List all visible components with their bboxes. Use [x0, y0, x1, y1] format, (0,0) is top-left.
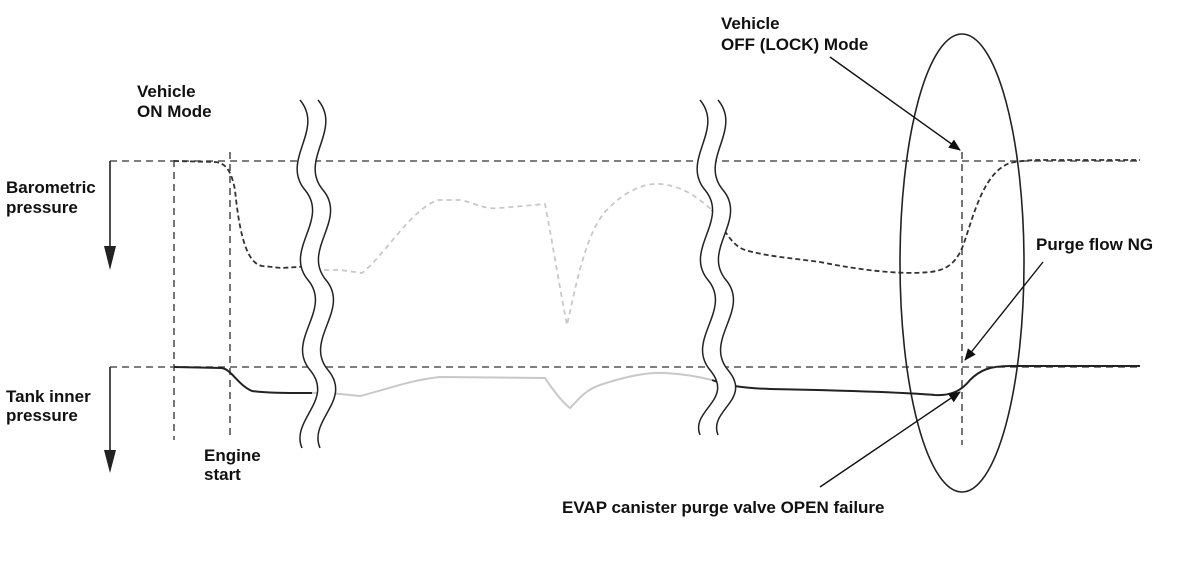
tank-axis [104, 367, 116, 473]
fault-barometric-trace [173, 159, 1140, 274]
tank-label-line2: pressure [6, 406, 78, 425]
barometric-label-line1: Barometric [6, 178, 96, 197]
purge-flow-leader-arrow [964, 261, 1044, 361]
tank-label-line1: Tank inner [6, 387, 91, 406]
normal-barometric-trace [315, 183, 713, 326]
purge-flow-ng-label: Purge flow NG [1036, 235, 1153, 254]
barometric-axis [104, 161, 116, 270]
fault-tank-trace [173, 365, 1140, 397]
vehicle-off-label-line2: OFF (LOCK) Mode [721, 35, 868, 54]
tank-axis-arrow-icon [104, 450, 116, 473]
vehicle-on-label-line2: ON Mode [137, 102, 212, 121]
axis-break-left [296, 99, 337, 449]
vehicle-off-leader-arrow [829, 56, 961, 151]
normal-tank-trace [310, 371, 713, 410]
barometric-label-line2: pressure [6, 198, 78, 217]
evap-failure-label: EVAP canister purge valve OPEN failure [562, 498, 885, 517]
fault-highlight-ellipse [899, 33, 1025, 493]
vehicle-off-label-line1: Vehicle [721, 14, 780, 33]
engine-start-label-line1: Engine [204, 446, 261, 465]
barometric-axis-arrow-icon [104, 246, 116, 270]
engine-start-label-line2: start [204, 465, 241, 484]
axis-break-right [696, 99, 737, 436]
evap-failure-leader-arrow [819, 391, 961, 488]
vehicle-on-label-line1: Vehicle [137, 82, 196, 101]
